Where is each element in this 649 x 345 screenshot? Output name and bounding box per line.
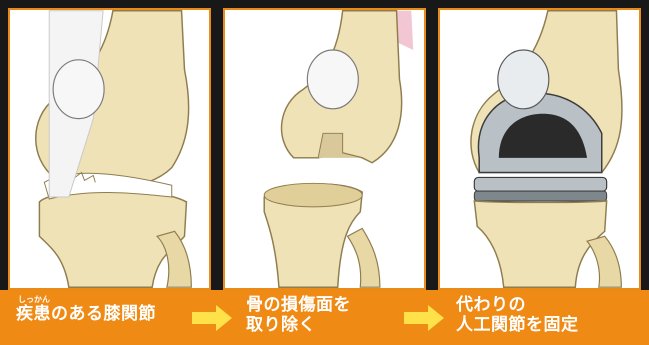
step2-line1: 骨の損傷面を [246,296,351,316]
step3-line2: 人工関節を固定 [456,316,579,336]
step2-line2: 取り除く [246,316,351,336]
bone-cut-illustration [225,10,424,288]
implant-illustration [440,10,639,288]
panel-bone-removal [223,8,426,290]
panel-diseased-knee [8,8,211,290]
arrow-right-icon [404,303,446,333]
step3-caption: 代わりの 人工関節を固定 [456,296,579,335]
step3-line1: 代わりの [456,296,579,316]
step1-line1: 疾患のある膝関節 [16,304,156,324]
arrow-right-icon [192,303,234,333]
panel-implant [438,8,641,290]
step1-caption: 疾患のある膝関節 [16,305,156,325]
step2-caption: 骨の損傷面を 取り除く [246,296,351,335]
knee-joint-illustration [10,10,209,288]
